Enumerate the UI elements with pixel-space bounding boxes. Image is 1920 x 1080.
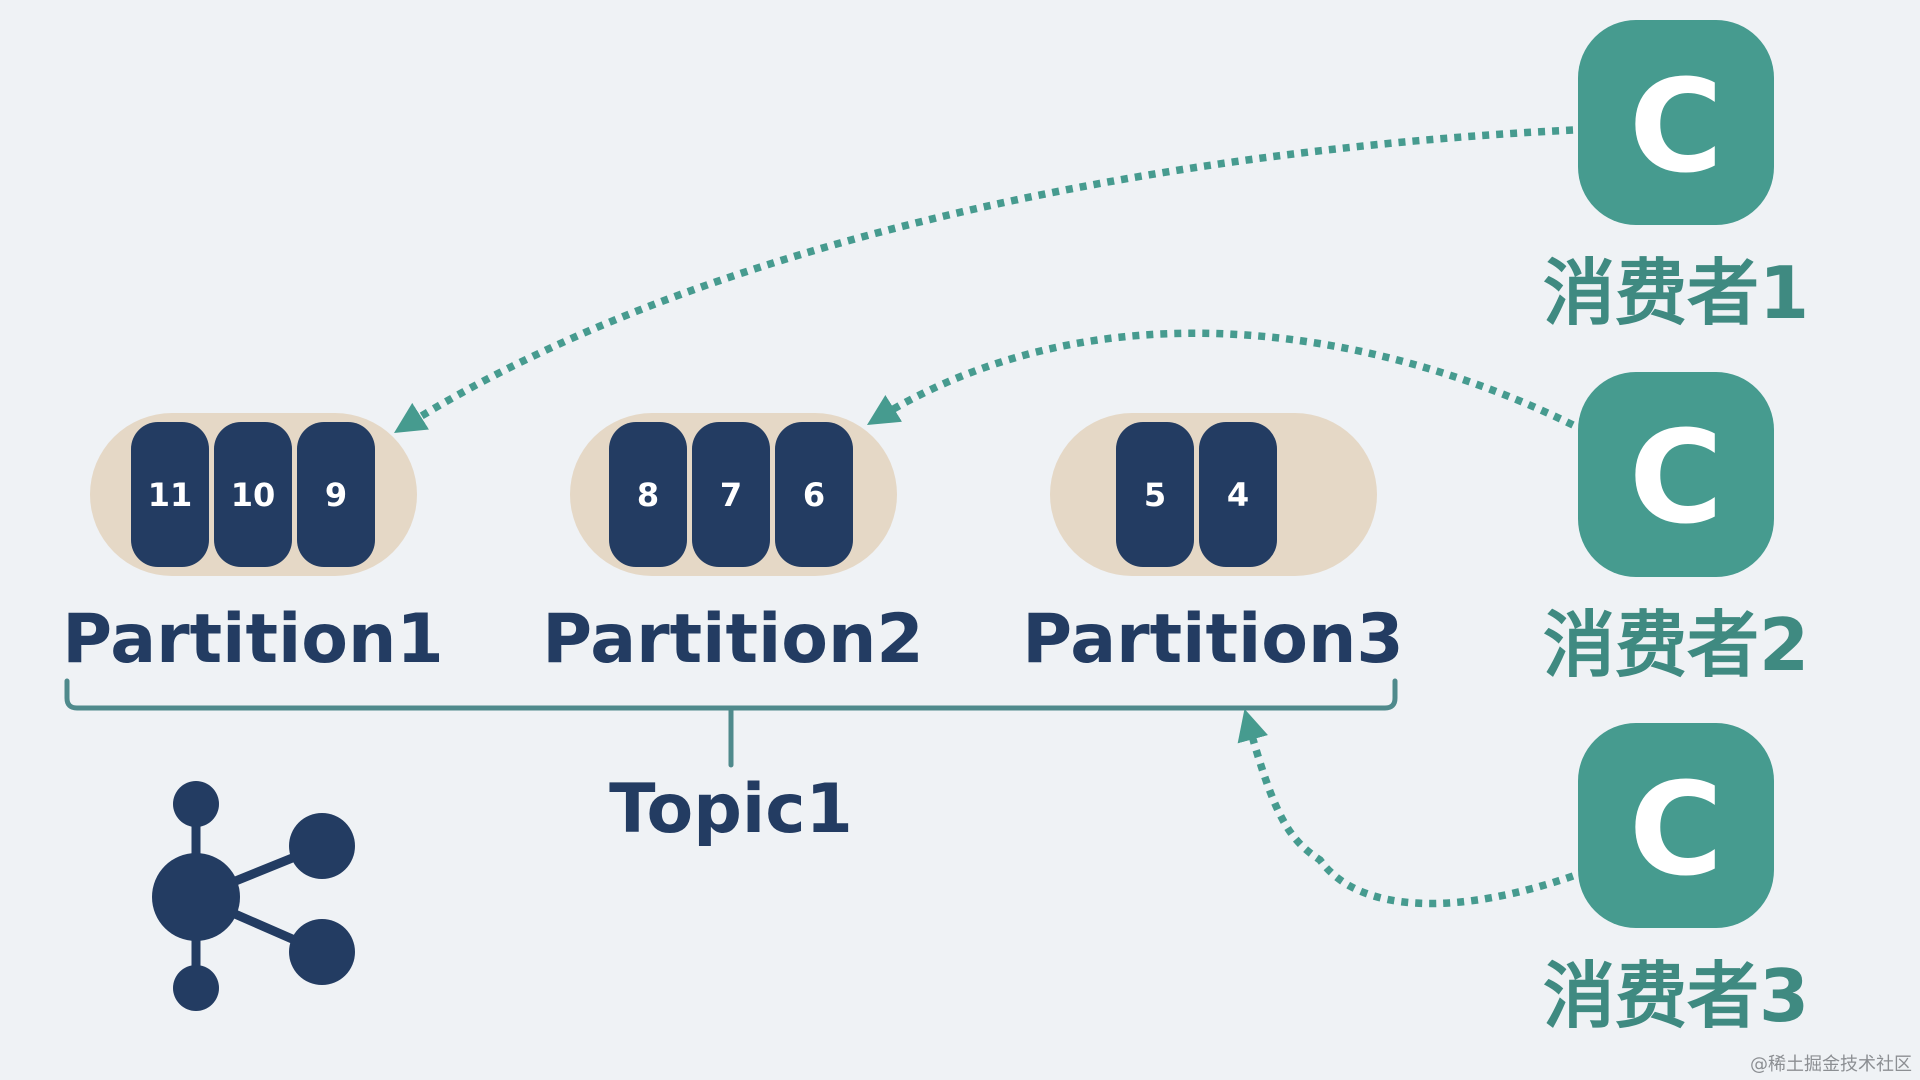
consumer-label: 消费者1 xyxy=(1543,251,1809,335)
message-offset: 7 xyxy=(720,476,742,514)
consumer3-to-topic-arrow xyxy=(1237,708,1575,908)
partition-1: 11 10 9 Partition1 xyxy=(62,413,444,679)
message-block xyxy=(131,422,209,567)
watermark: @稀土掘金技术社区 xyxy=(1750,1054,1912,1075)
consumer-label: 消费者3 xyxy=(1543,954,1809,1038)
message-offset: 11 xyxy=(148,476,193,514)
consumer-3: C 消费者3 xyxy=(1543,723,1809,1038)
message-block xyxy=(297,422,375,567)
consumer-icon-letter: C xyxy=(1629,756,1723,905)
message-offset: 6 xyxy=(803,476,825,514)
topic-label: Topic1 xyxy=(609,770,853,849)
message-block xyxy=(214,422,292,567)
consumer-2: C 消费者2 xyxy=(1543,372,1809,687)
message-offset: 5 xyxy=(1144,476,1166,514)
message-block xyxy=(1116,422,1194,567)
message-block xyxy=(1199,422,1277,567)
message-offset: 4 xyxy=(1227,476,1249,514)
message-offset: 9 xyxy=(325,476,347,514)
consumer-icon-letter: C xyxy=(1629,404,1723,553)
message-offset: 8 xyxy=(637,476,659,514)
consumer-icon xyxy=(1578,723,1774,928)
consumer2-to-partition2-arrow xyxy=(866,329,1575,429)
message-block xyxy=(609,422,687,567)
partition-label: Partition1 xyxy=(62,600,444,679)
partition-2: 8 7 6 Partition2 xyxy=(542,413,924,679)
message-block xyxy=(692,422,770,567)
consumer-1: C 消费者1 xyxy=(1543,20,1809,335)
consumer-label: 消费者2 xyxy=(1543,603,1809,687)
message-block xyxy=(775,422,853,567)
consumer1-to-partition1-arrow xyxy=(394,126,1574,434)
message-offset: 10 xyxy=(231,476,276,514)
topic-bracket xyxy=(64,678,1398,768)
partition-label: Partition2 xyxy=(542,600,924,679)
share-network-icon xyxy=(152,781,355,1011)
consumer-icon-letter: C xyxy=(1629,53,1723,202)
partition-3: 5 4 Partition3 xyxy=(1022,413,1404,679)
consumer-icon xyxy=(1578,372,1774,577)
consumer-icon xyxy=(1578,20,1774,225)
partition-label: Partition3 xyxy=(1022,600,1404,679)
